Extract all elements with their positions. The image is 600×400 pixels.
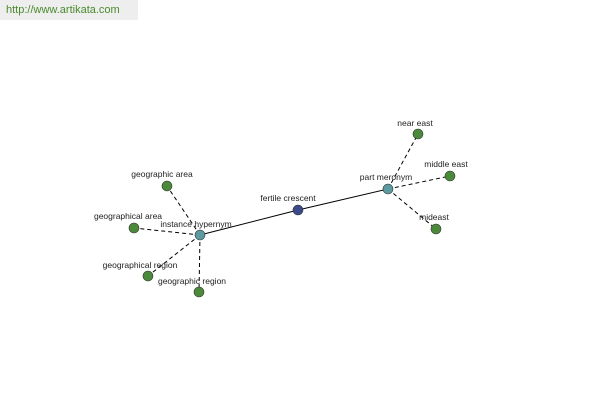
relation-label-meronym: part meronym [360,172,412,182]
leaf-label-geographical-area: geographical area [94,211,162,221]
relation-label-hypernym: instance hypernym [160,219,231,229]
leaf-node-geographical-region [142,270,154,282]
edges-layer [133,133,451,293]
leaf-node-middle-east [444,170,456,182]
relation-node-meronym [382,183,394,195]
relation-node-hypernym [194,229,206,241]
leaf-node-geographical-area [128,222,140,234]
leaf-node-near-east [412,128,424,140]
edge-meronym-to-middle-east [387,175,451,190]
edge-hypernym-to-geographic-area [166,185,201,236]
edge-hypernym-to-geographical-area [133,227,201,236]
source-url-link[interactable]: http://www.artikata.com [0,0,138,20]
center-node-label: fertile crescent [260,193,316,203]
leaf-label-mideast: mideast [419,212,449,222]
edge-meronym-to-near-east [387,133,419,190]
leaf-node-mideast [430,223,442,235]
nodes-layer [128,128,456,298]
leaf-node-geographic-area [161,180,173,192]
edge-meronym-to-mideast [387,188,437,230]
leaf-label-near-east: near east [397,118,433,128]
edge-center-to-hypernym [199,209,299,236]
leaf-label-geographic-region: geographic region [158,276,226,286]
edge-hypernym-to-geographic-region [198,234,201,293]
leaf-node-geographic-region [193,286,205,298]
center-node [292,204,304,216]
edge-center-to-meronym [297,188,389,211]
leaf-label-middle-east: middle east [424,159,468,169]
leaf-label-geographical-region: geographical region [103,260,178,270]
leaf-label-geographic-area: geographic area [131,169,193,179]
